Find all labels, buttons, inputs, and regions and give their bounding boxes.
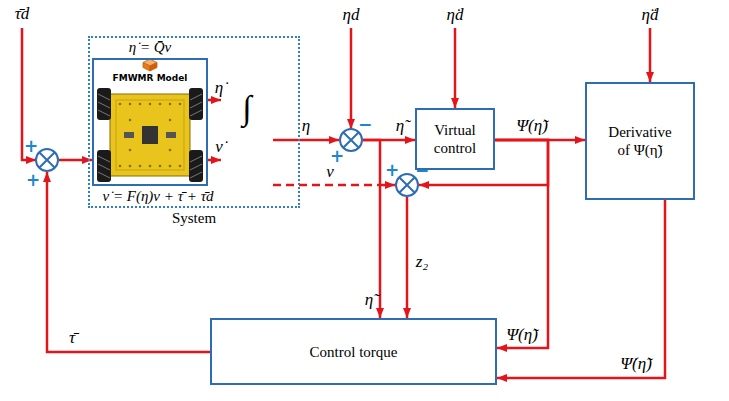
model-icon (143, 59, 157, 71)
input-arrow (649, 28, 652, 82)
robot-illustration (97, 88, 203, 182)
box-label: Derivative of Ψ(η̃) (608, 123, 671, 159)
signal-label: η̃ (365, 290, 373, 310)
integrator-box: ∫ (221, 88, 273, 192)
box-label: Control torque (310, 343, 398, 361)
signal-connector (497, 200, 665, 378)
sign-label: + (330, 148, 344, 165)
summing-junction: ++ (35, 148, 59, 172)
plant-model-box: FMWMR Model (92, 58, 208, 186)
sign-label: − (415, 162, 429, 179)
model-title: FMWMR Model (94, 73, 206, 83)
signal-label: η̇ (215, 78, 223, 98)
signal-label: ν (326, 162, 334, 182)
box-label: Virtual control (434, 121, 476, 157)
signal-connector (363, 140, 380, 318)
signal-label: ν̇ (215, 137, 223, 157)
summing-junction: +− (339, 128, 363, 152)
summing-junction: +− (395, 173, 419, 197)
signal-label: η (302, 116, 310, 136)
signal-connector (273, 139, 339, 142)
sign-label: + (26, 172, 40, 189)
input-signal: ηd (343, 5, 360, 25)
sign-label: − (358, 116, 372, 133)
signal-connector (273, 184, 395, 187)
process-box: Control torque (210, 318, 497, 385)
signal-label: Ψ(η̃) (506, 325, 538, 345)
signal-label: η̃ (396, 116, 404, 136)
sign-label: + (385, 162, 399, 179)
signal-connector (208, 99, 221, 102)
signal-label: τ̄ (69, 328, 75, 348)
system-boundary: SystemFMWMR Model∫ (88, 36, 300, 208)
integrator-symbol: ∫ (221, 88, 273, 129)
signal-label: Ψ̇(η̃) (620, 354, 652, 374)
input-signal: η̇d (447, 5, 464, 25)
input-arrow (350, 28, 353, 129)
signal-label: Ψ(η̃) (516, 116, 548, 136)
junction-symbol (35, 148, 59, 172)
equation: ν̇ = F(η)ν + τ̄ + τ̄d (102, 188, 213, 205)
equation: η̇ = Q̄ν (129, 39, 172, 56)
signal-connector (495, 140, 548, 348)
signal-label: z₂ (416, 252, 429, 272)
input-arrow (454, 28, 457, 108)
input-signal: η̈d (642, 5, 659, 25)
signal-connector (406, 197, 409, 318)
process-box: Derivative of Ψ(η̃) (585, 82, 695, 200)
input-signal: τ̄d (15, 4, 30, 24)
sign-label: + (24, 138, 38, 155)
signal-connector (208, 159, 221, 162)
group-title: System (172, 210, 216, 227)
